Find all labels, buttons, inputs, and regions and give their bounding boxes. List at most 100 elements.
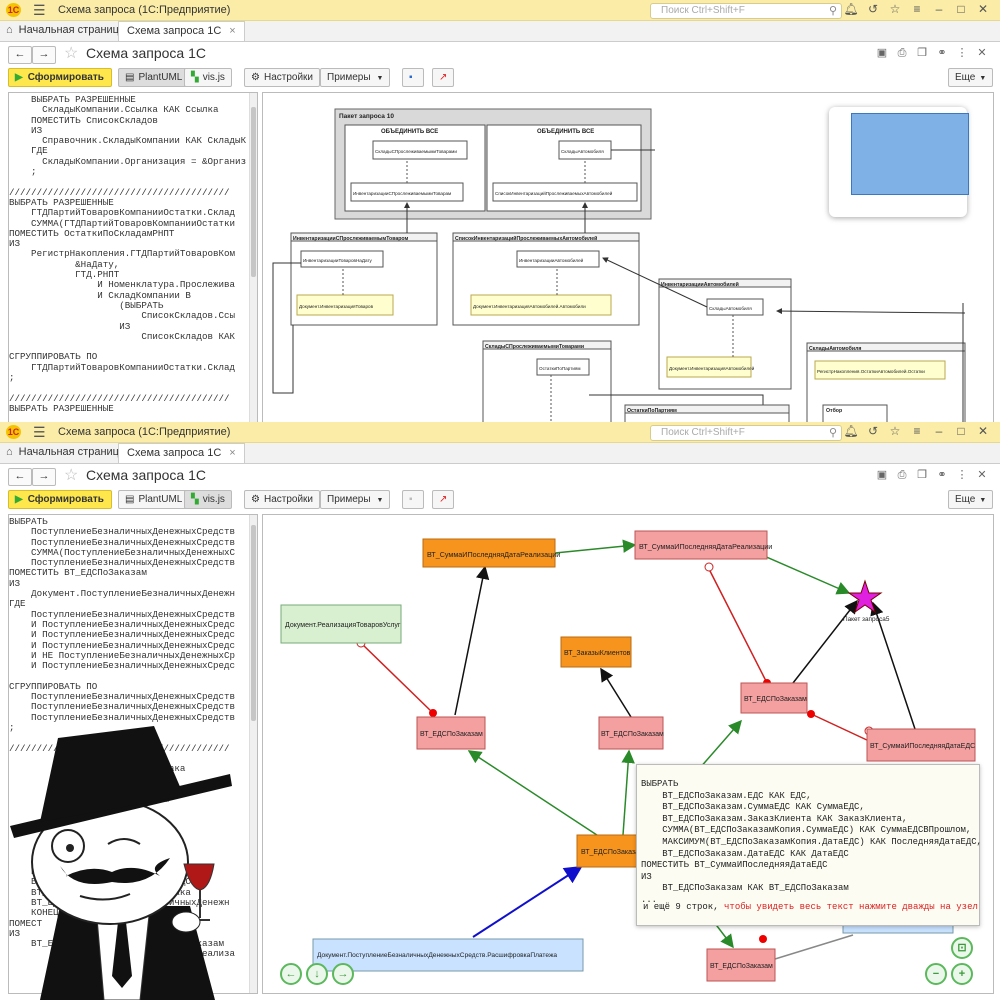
save-diagram-button[interactable]: ▪ bbox=[402, 68, 424, 87]
plantuml-button[interactable]: ▤PlantUML bbox=[118, 490, 190, 509]
print-icon[interactable]: ⎙ bbox=[897, 47, 907, 59]
favorite-star-icon[interactable]: ☆ bbox=[64, 467, 79, 484]
favorite-star-icon[interactable]: ☆ bbox=[64, 45, 79, 62]
menu-icon[interactable]: ≡ bbox=[913, 424, 921, 438]
code-editor[interactable]: ВЫБРАТЬ РАЗРЕШЕННЫЕ СкладыКомпании.Ссылк… bbox=[8, 92, 258, 422]
pan-left-button[interactable]: ← bbox=[280, 963, 302, 985]
graph-node[interactable] bbox=[740, 682, 808, 714]
uml-node[interactable] bbox=[470, 294, 612, 316]
union-node[interactable] bbox=[492, 182, 638, 202]
menu-icon[interactable]: ≡ bbox=[913, 2, 921, 16]
graph-node[interactable] bbox=[706, 948, 776, 982]
fit-view-button[interactable]: ⊡ bbox=[951, 937, 973, 959]
maximize-icon[interactable]: □ bbox=[957, 2, 965, 16]
uml-node[interactable] bbox=[814, 360, 946, 380]
diagram-visjs[interactable]: ВТ_СуммаИПоследняяДатаРеализации ВТ_Сумм… bbox=[262, 514, 994, 994]
examples-dropdown[interactable]: Примеры▼ bbox=[320, 490, 391, 509]
more-button[interactable]: Еще▼ bbox=[948, 68, 994, 87]
visjs-button[interactable]: ▚vis.js bbox=[184, 68, 232, 87]
zoom-out-button[interactable]: − bbox=[925, 963, 947, 985]
network-graph[interactable]: ВТ_СуммаИПоследняяДатаРеализации ВТ_Сумм… bbox=[263, 515, 993, 993]
bell-icon[interactable]: 🔔︎ bbox=[843, 424, 859, 438]
close-tab-icon[interactable]: × bbox=[229, 25, 236, 37]
print-icon[interactable]: ⎙ bbox=[897, 469, 907, 481]
tab-home[interactable]: ⌂Начальная страница bbox=[6, 446, 125, 458]
uml-node[interactable] bbox=[296, 294, 394, 316]
minimize-icon[interactable]: – bbox=[935, 424, 943, 438]
graph-edge bbox=[467, 750, 604, 840]
close-icon[interactable]: ✕ bbox=[977, 2, 989, 16]
close-icon[interactable]: ✕ bbox=[977, 47, 987, 59]
scroll-thumb[interactable] bbox=[251, 525, 256, 721]
settings-button[interactable]: ⚙Настройки bbox=[244, 490, 321, 509]
search-input[interactable]: Поиск Ctrl+Shift+F ⚲ bbox=[650, 425, 842, 441]
more-icon[interactable]: ⋮ bbox=[956, 47, 968, 59]
copy-icon[interactable]: ❐ bbox=[917, 47, 927, 59]
history-icon[interactable]: ↺ bbox=[867, 424, 879, 438]
graph-node[interactable] bbox=[312, 938, 584, 972]
link-icon[interactable]: ⚭ bbox=[937, 47, 947, 59]
back-button[interactable]: ← bbox=[8, 46, 32, 64]
pan-right-button[interactable]: → bbox=[332, 963, 354, 985]
more-icon[interactable]: ⋮ bbox=[956, 469, 968, 481]
forward-button[interactable]: → bbox=[32, 46, 56, 64]
forward-button[interactable]: → bbox=[32, 468, 56, 486]
code-text[interactable]: ВЫБРАТЬ РАЗРЕШЕННЫЕ СкладыКомпании.Ссылк… bbox=[9, 94, 247, 414]
diagram-plantuml[interactable]: Пакет запроса 10 ОБЪЕДИНИТЬ ВСЕ СкладыСП… bbox=[262, 92, 994, 423]
uml-node[interactable] bbox=[536, 358, 590, 376]
package-title: СкладыАвтомобиля bbox=[809, 345, 861, 352]
scrollbar[interactable] bbox=[249, 93, 257, 422]
copy-icon[interactable]: ❐ bbox=[917, 469, 927, 481]
maximize-icon[interactable]: □ bbox=[957, 424, 965, 438]
graph-node[interactable] bbox=[416, 716, 486, 750]
uml-diagram[interactable]: Пакет запроса 10 ОБЪЕДИНИТЬ ВСЕ СкладыСП… bbox=[263, 93, 993, 423]
settings-button[interactable]: ⚙Настройки bbox=[244, 68, 321, 87]
export-button[interactable]: ↗ bbox=[432, 490, 454, 509]
generate-button[interactable]: ▶Сформировать bbox=[8, 68, 112, 87]
export-button[interactable]: ↗ bbox=[432, 68, 454, 87]
generate-button[interactable]: ▶Сформировать bbox=[8, 490, 112, 509]
link-icon[interactable]: ⚭ bbox=[937, 469, 947, 481]
zoom-in-button[interactable]: + bbox=[951, 963, 973, 985]
uml-node[interactable] bbox=[516, 250, 600, 268]
star-icon[interactable]: ☆ bbox=[889, 424, 901, 438]
uml-node[interactable] bbox=[666, 356, 752, 378]
save-diagram-button[interactable]: ▪ bbox=[402, 490, 424, 509]
bell-icon[interactable]: 🔔︎ bbox=[843, 2, 859, 16]
pan-down-button[interactable]: ↓ bbox=[306, 963, 328, 985]
graph-node[interactable] bbox=[634, 530, 768, 560]
menu-icon[interactable]: ☰ bbox=[33, 2, 46, 18]
close-icon[interactable]: ✕ bbox=[977, 424, 989, 438]
close-tab-icon[interactable]: × bbox=[229, 447, 236, 459]
minimize-icon[interactable]: – bbox=[935, 2, 943, 16]
scroll-thumb[interactable] bbox=[251, 107, 256, 277]
history-icon[interactable]: ↺ bbox=[867, 2, 879, 16]
star-icon[interactable]: ☆ bbox=[889, 2, 901, 16]
back-button[interactable]: ← bbox=[8, 468, 32, 486]
more-button[interactable]: Еще▼ bbox=[948, 490, 994, 509]
examples-dropdown[interactable]: Примеры▼ bbox=[320, 68, 391, 87]
graph-node[interactable] bbox=[598, 716, 664, 750]
plantuml-button[interactable]: ▤PlantUML bbox=[118, 68, 190, 87]
graph-node[interactable] bbox=[560, 636, 632, 668]
visjs-button[interactable]: ▚vis.js bbox=[184, 490, 232, 509]
search-input[interactable]: Поиск Ctrl+Shift+F ⚲ bbox=[650, 3, 842, 19]
toolbar: ▶Сформировать ▤PlantUML ▚vis.js ⚙Настрой… bbox=[0, 66, 1000, 88]
save-icon[interactable]: ▣ bbox=[876, 47, 888, 59]
graph-node[interactable] bbox=[866, 728, 976, 762]
tab-form[interactable]: Схема запроса 1С× bbox=[118, 443, 245, 463]
uml-node-label: Документ.ИнвентаризацияТоваров bbox=[299, 304, 374, 309]
menu-icon[interactable]: ☰ bbox=[33, 424, 46, 440]
tab-home[interactable]: ⌂Начальная страница bbox=[6, 24, 125, 36]
scrollbar[interactable] bbox=[249, 515, 257, 993]
minimap-viewport[interactable] bbox=[851, 113, 969, 195]
save-icon[interactable]: ▣ bbox=[876, 469, 888, 481]
package-star-icon[interactable] bbox=[847, 579, 883, 614]
tab-form[interactable]: Схема запроса 1С× bbox=[118, 21, 245, 41]
graph-node[interactable] bbox=[422, 538, 556, 568]
union-node[interactable] bbox=[372, 140, 468, 160]
graph-node[interactable] bbox=[280, 604, 402, 644]
minimap[interactable] bbox=[829, 107, 969, 217]
uml-node[interactable] bbox=[300, 250, 384, 268]
close-icon[interactable]: ✕ bbox=[977, 469, 987, 481]
